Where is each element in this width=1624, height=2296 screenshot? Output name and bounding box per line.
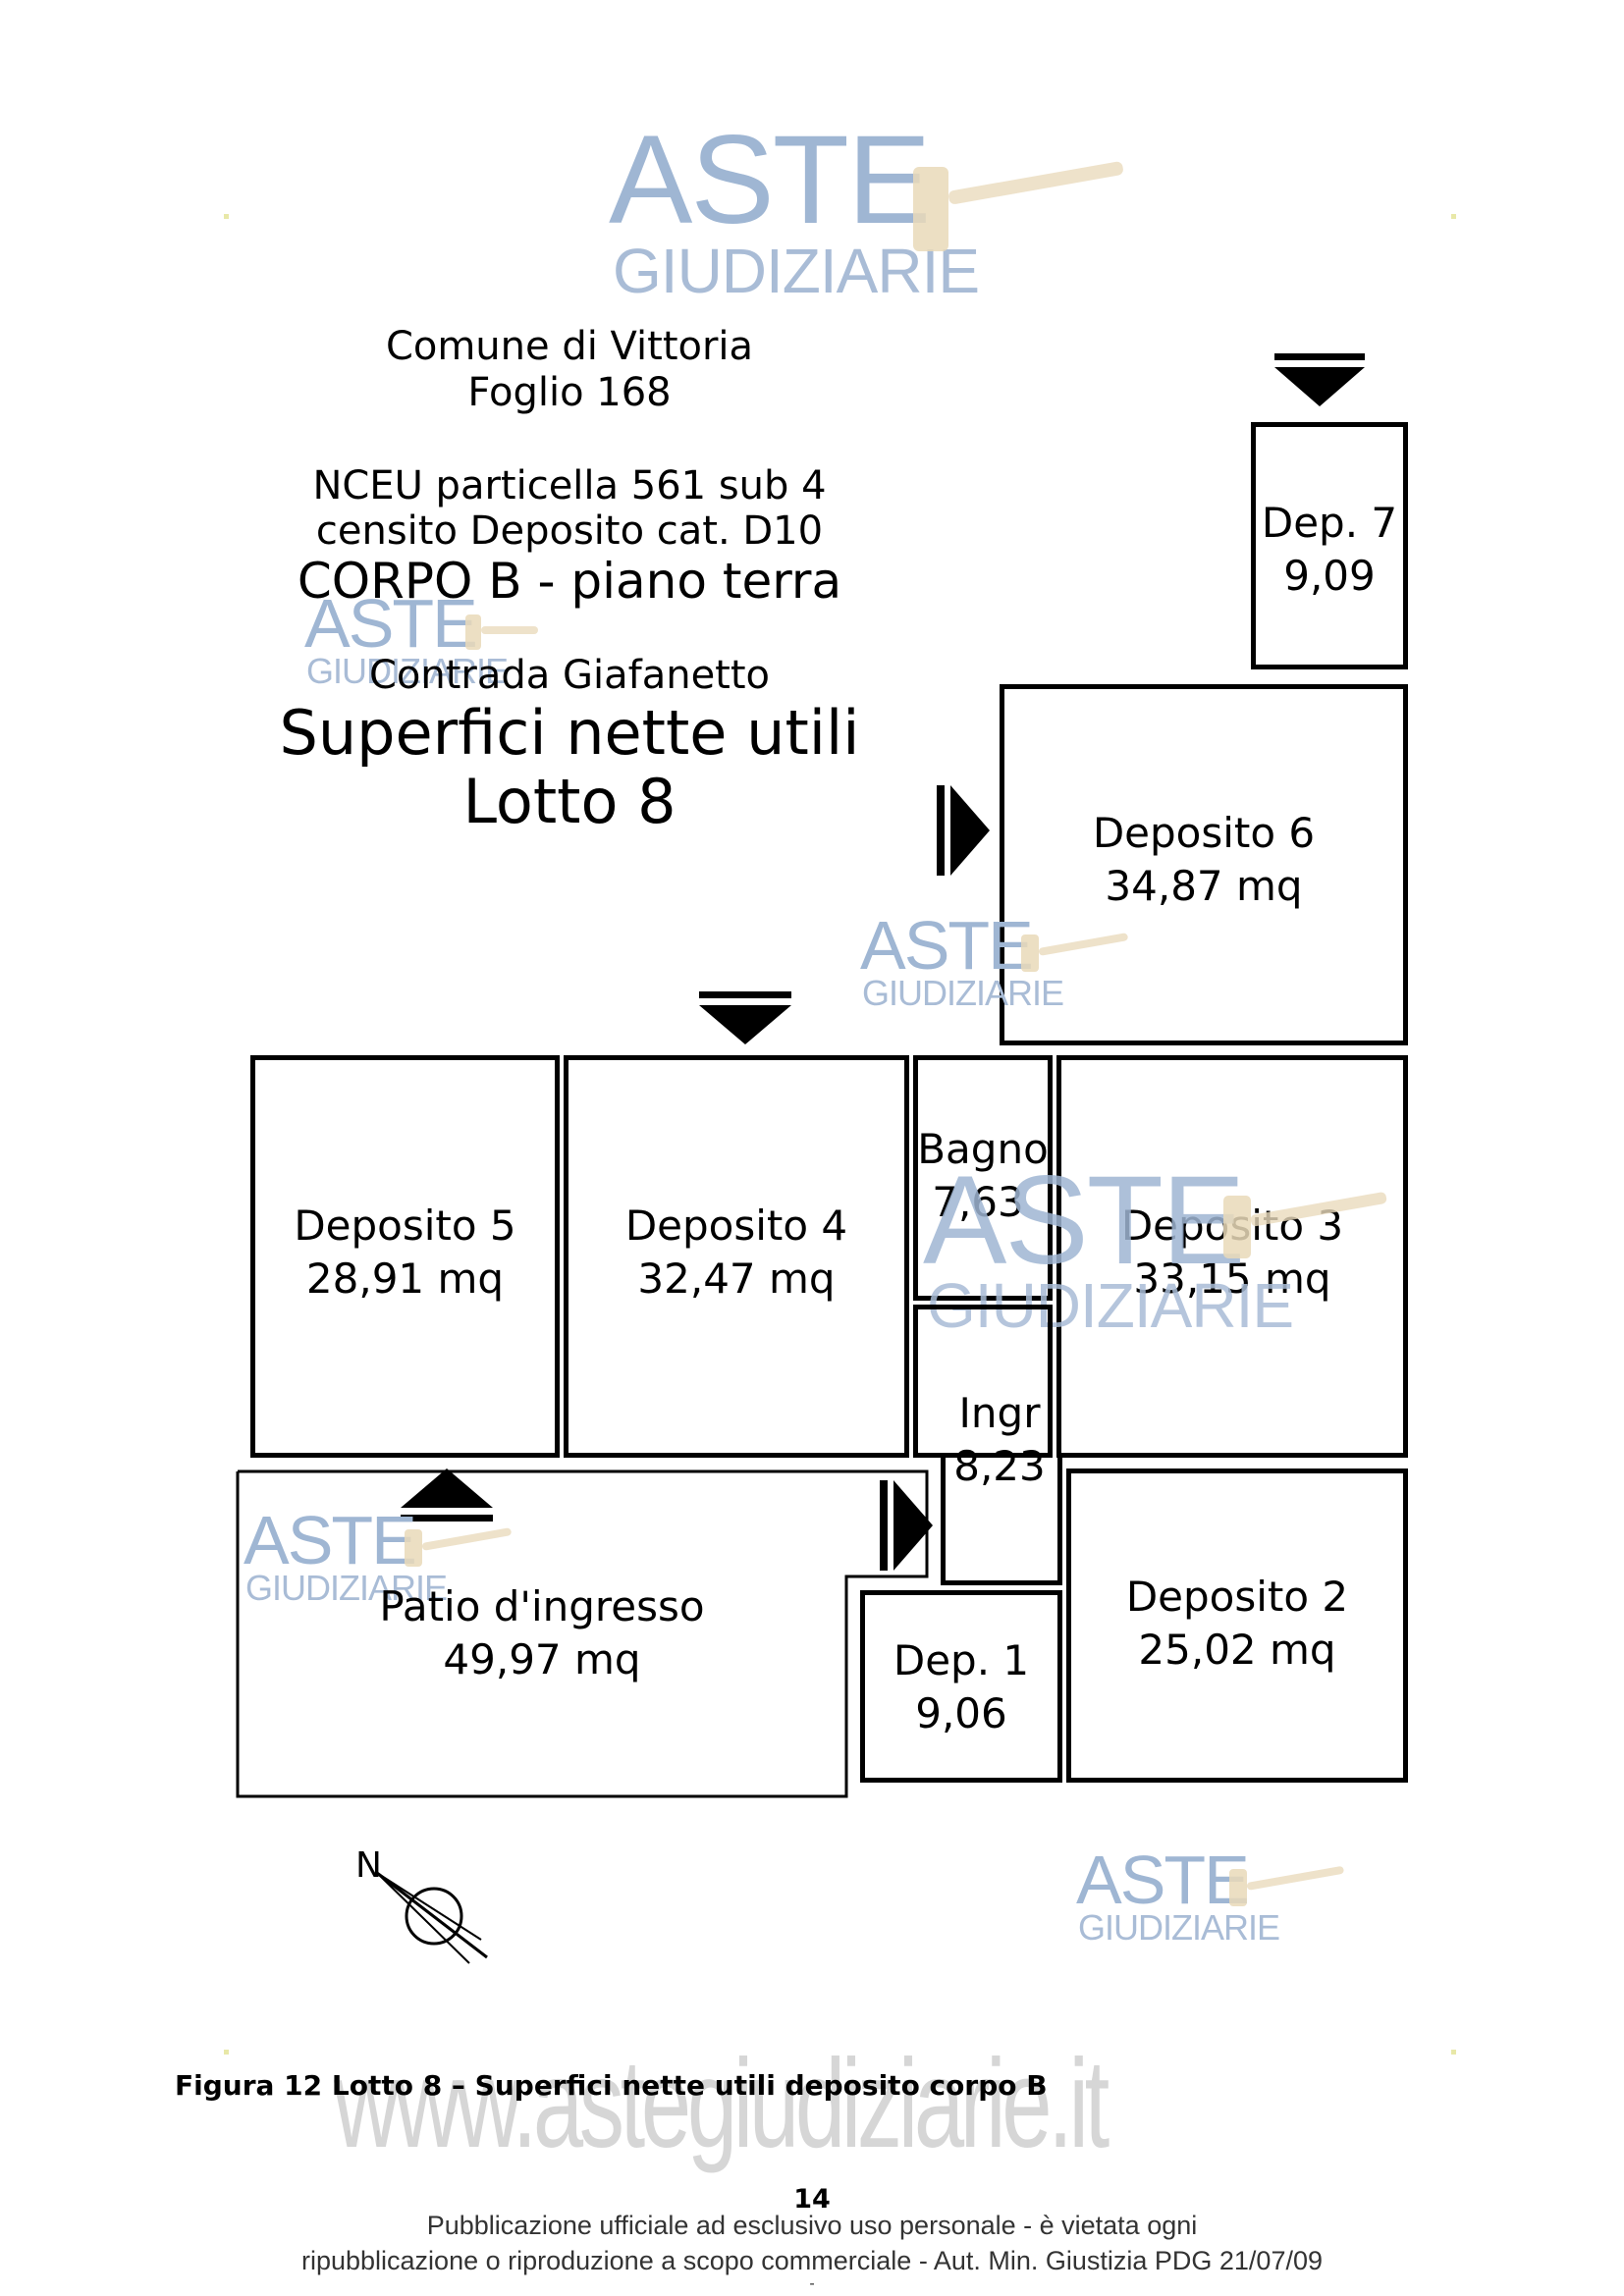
room-deposito4	[564, 1055, 909, 1458]
room-bagno-name: Bagno	[917, 1125, 1049, 1173]
gavel-icon	[465, 614, 538, 650]
header-nceu: NCEU particella 561 sub 4	[312, 463, 827, 508]
entrance-arrow-up-icon	[401, 1468, 493, 1522]
page-number: 14	[793, 2184, 831, 2215]
watermark-logo-small: ASTE GIUDIZIARIE	[304, 589, 540, 697]
room-deposito4-name: Deposito 4	[624, 1201, 848, 1250]
footer-line3: -	[809, 2275, 815, 2292]
compass-north-label: N	[355, 1845, 382, 1886]
corner-mark	[1451, 214, 1456, 219]
gavel-icon	[405, 1527, 512, 1567]
entrance-arrow-right-icon	[937, 785, 990, 876]
room-ingr-name: Ingr	[958, 1389, 1041, 1437]
compass: N	[353, 1845, 501, 1973]
header-lotto: Lotto 8	[462, 766, 677, 837]
watermark-site-url: www.astegiudiziarie.it	[334, 2034, 1110, 2174]
room-ingr	[913, 1305, 1053, 1458]
entrance-arrow-right-icon	[880, 1480, 933, 1571]
gavel-icon	[1229, 1866, 1344, 1906]
header-contrada: Contrada Giafanetto	[368, 653, 771, 698]
room-deposito4-area: 32,47 mq	[637, 1255, 836, 1303]
footer-line1: Pubblicazione ufficiale ad esclusivo uso…	[426, 2211, 1198, 2240]
room-dep1-area: 9,06	[915, 1689, 1007, 1737]
room-deposito5	[250, 1055, 560, 1458]
footer-line2: ripubblicazione o riproduzione a scopo c…	[300, 2246, 1323, 2275]
room-ingr-lower	[941, 1453, 1062, 1585]
entrance-arrow-down-icon	[699, 991, 791, 1044]
compass-rose-icon	[376, 1871, 488, 1964]
watermark-logo-patio: ASTE GIUDIZIARIE	[244, 1506, 538, 1614]
entrance-arrow-down-icon	[1274, 353, 1365, 406]
room-deposito6-area: 34,87 mq	[1105, 862, 1303, 910]
room-deposito2-area: 25,02 mq	[1138, 1626, 1336, 1674]
watermark-aste-text: ASTE	[609, 110, 931, 250]
gavel-icon	[913, 161, 1123, 251]
gavel-icon	[1021, 933, 1128, 972]
room-deposito6	[1000, 684, 1408, 1045]
room-patio-name: Patio d'ingresso	[379, 1582, 705, 1630]
room-deposito2	[1066, 1468, 1408, 1783]
corner-mark	[1451, 2050, 1456, 2055]
figure-caption: Figura 12 Lotto 8 – Superfici nette util…	[175, 2069, 1048, 2102]
room-deposito5-name: Deposito 5	[294, 1201, 516, 1250]
watermark-logo-bottom: ASTE GIUDIZIARIE	[1076, 1845, 1371, 1953]
room-ingr-area: 8,23	[953, 1442, 1046, 1490]
watermark-logo-mid: ASTE GIUDIZIARIE	[860, 911, 1155, 1019]
room-deposito3	[1056, 1055, 1408, 1458]
corner-mark	[224, 214, 229, 219]
room-deposito5-area: 28,91 mq	[305, 1255, 505, 1303]
header-foglio: Foglio 168	[467, 370, 672, 415]
room-deposito3-area: 33,15 mq	[1133, 1255, 1331, 1303]
room-deposito2-name: Deposito 2	[1125, 1573, 1349, 1621]
room-dep7	[1251, 422, 1408, 669]
room-dep1	[860, 1590, 1062, 1783]
room-dep7-area: 9,09	[1283, 552, 1376, 600]
watermark-logo-top: ASTE GIUDIZIARIE	[609, 110, 1123, 314]
room-patio-area: 49,97 mq	[443, 1635, 641, 1683]
header-comune: Comune di Vittoria	[385, 324, 754, 369]
room-bagno	[913, 1055, 1053, 1301]
room-dep7-name: Dep. 7	[1261, 499, 1398, 547]
room-bagno-area: 7,63	[932, 1178, 1024, 1226]
header-corpo: CORPO B - piano terra	[297, 553, 842, 610]
header-superfici: Superfici nette utili	[279, 697, 860, 769]
room-deposito6-name: Deposito 6	[1092, 809, 1316, 857]
header-censito: censito Deposito cat. D10	[315, 508, 824, 554]
room-dep1-name: Dep. 1	[893, 1636, 1030, 1684]
gavel-icon	[1223, 1192, 1387, 1258]
corner-mark	[224, 2050, 229, 2055]
